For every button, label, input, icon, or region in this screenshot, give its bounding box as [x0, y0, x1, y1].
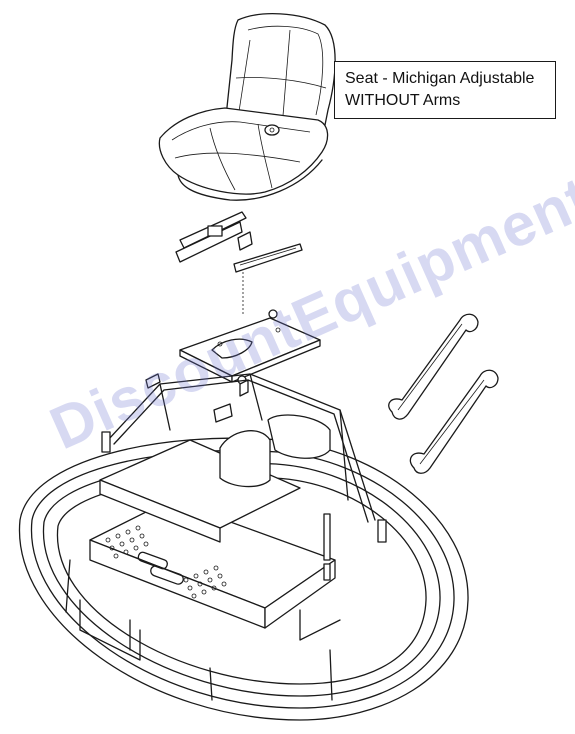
mounting-plate-icon [179, 309, 321, 397]
trowel-frame-icon [18, 373, 469, 721]
drive-belt-icon [388, 313, 499, 474]
callout-line-1: Seat - Michigan Adjustable [345, 70, 535, 87]
seat-slide-rail-icon [175, 211, 303, 316]
seat-icon [158, 13, 336, 201]
part-callout-box: Seat - Michigan Adjustable WITHOUT Arms [334, 61, 556, 119]
callout-line-2: WITHOUT Arms [345, 92, 461, 109]
